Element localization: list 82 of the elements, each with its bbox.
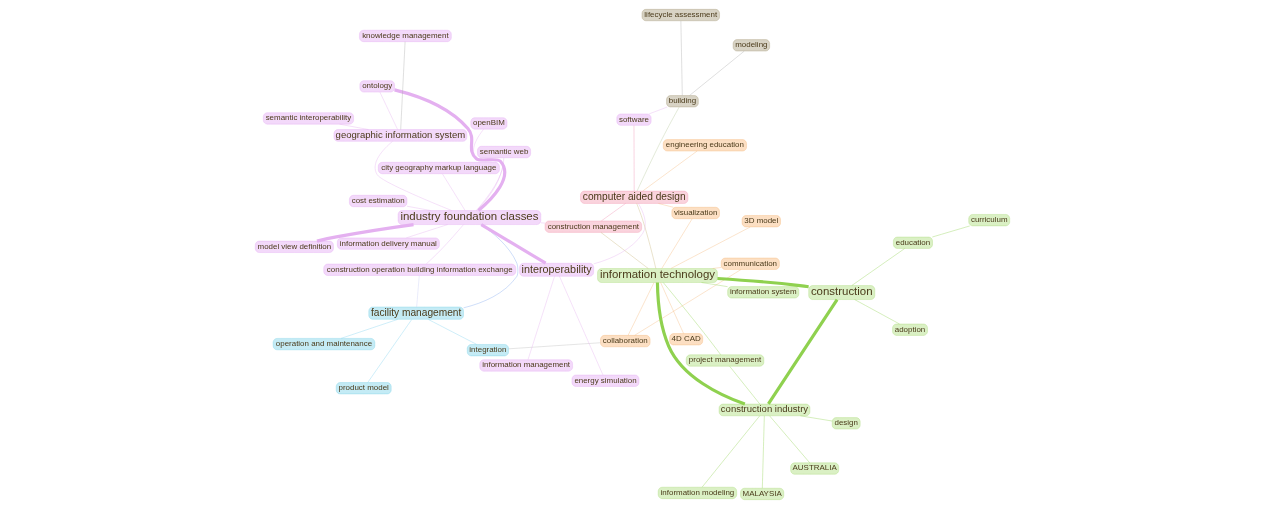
node-box: building <box>666 95 699 108</box>
connector <box>473 129 503 211</box>
connector <box>600 232 649 269</box>
node-box: semantic interoperability <box>263 112 354 125</box>
node-box: construction <box>808 285 875 300</box>
node-box: information delivery manual <box>337 237 440 250</box>
node-box: ontology <box>359 80 395 93</box>
connector <box>379 91 398 130</box>
connector <box>426 224 464 265</box>
node-box: software <box>616 113 652 126</box>
connector <box>767 298 839 405</box>
connector <box>367 319 412 383</box>
node-box: education <box>893 236 933 249</box>
node-box: 4D CAD <box>669 333 703 346</box>
connector <box>660 282 684 334</box>
node-box: energy simulation <box>571 374 640 387</box>
node-box: design <box>832 417 861 430</box>
node-box: model view definition <box>255 240 334 253</box>
connector <box>374 141 452 211</box>
connector <box>670 226 751 269</box>
connector <box>689 50 745 96</box>
connector <box>642 150 698 192</box>
node-box: project management <box>686 354 764 367</box>
node-box: lifecycle assessment <box>641 9 720 21</box>
connector <box>406 224 448 239</box>
node-box: communication <box>721 257 780 270</box>
node-box: information modeling <box>658 487 737 499</box>
connector <box>701 282 728 287</box>
node-box: visualization <box>671 207 720 219</box>
connector <box>634 269 742 336</box>
node-box: industry foundation classes <box>397 210 541 225</box>
node-box: information technology <box>597 268 718 283</box>
connector <box>527 276 555 360</box>
node-box: adoption <box>892 323 928 336</box>
connector <box>636 106 680 192</box>
node-box: integration <box>467 344 509 357</box>
node-box: 3D model <box>741 215 781 228</box>
node-box: construction management <box>544 220 642 233</box>
node-box: geographic information system <box>333 129 467 142</box>
connector <box>593 203 646 265</box>
connector <box>636 203 657 269</box>
node-box: curriculum <box>968 214 1010 227</box>
node-box: operation and maintenance <box>273 338 375 350</box>
node-box: semantic web <box>477 146 531 158</box>
node-box: openBIM <box>470 117 508 130</box>
connector <box>442 173 466 211</box>
node-box: construction industry <box>718 403 811 416</box>
connector <box>508 342 601 349</box>
connector <box>559 276 604 376</box>
connector <box>717 276 809 289</box>
connector <box>339 124 369 130</box>
node-box: product model <box>336 382 392 395</box>
node-box: city geography markup language <box>378 162 500 174</box>
connector <box>800 415 833 422</box>
node-box: engineering education <box>663 139 747 152</box>
connector <box>428 319 477 345</box>
node-box: interoperability <box>519 263 594 277</box>
connector <box>648 106 668 115</box>
connector <box>658 203 674 208</box>
node-box: facility management <box>368 306 464 320</box>
connector <box>406 206 431 211</box>
node-box: cost estimation <box>349 195 408 207</box>
connector <box>540 222 546 224</box>
connector <box>712 267 722 269</box>
node-box: modeling <box>732 39 770 52</box>
connector <box>627 282 655 336</box>
node-box: information system <box>727 286 799 299</box>
node-box: knowledge management <box>359 30 452 42</box>
node-box: computer aided design <box>580 190 689 204</box>
connector <box>476 157 505 211</box>
connector <box>661 218 693 269</box>
node-box: construction operation building information exchange <box>323 263 516 276</box>
node-box: collaboration <box>600 335 651 347</box>
connector <box>340 319 398 339</box>
connector <box>601 203 626 222</box>
connector <box>655 282 746 406</box>
node-box: AUSTRALIA <box>790 462 839 475</box>
connector <box>480 223 547 265</box>
connector <box>316 222 414 243</box>
node-box: MALAYSIA <box>740 488 784 500</box>
connector <box>400 41 406 130</box>
node-box: information management <box>479 359 573 372</box>
